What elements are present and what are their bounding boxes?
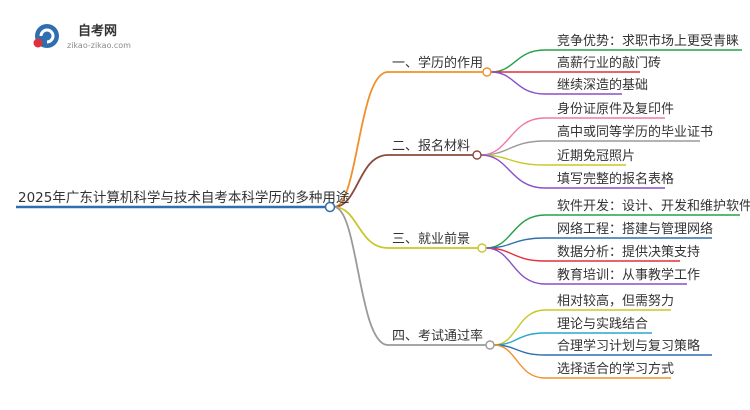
leaf-topic: 近期免冠照片 (557, 149, 635, 164)
leaf-topic: 竞争优势：求职市场上更受青睐 (557, 33, 739, 49)
leaf-connector (493, 309, 546, 346)
leaf-topic: 相对较高，但需努力 (557, 293, 674, 309)
branch-connector-dot (485, 340, 495, 350)
branch-topic: 二、报名材料 (392, 138, 470, 154)
leaf-connector (480, 117, 546, 156)
branch-connector-dot (477, 243, 487, 253)
branch-connector (333, 206, 389, 346)
leaf-topic: 软件开发：设计、开发和维护软件 (557, 198, 750, 214)
branch-connector (333, 206, 389, 249)
leaf-topic: 高中或同等学历的毕业证书 (557, 124, 713, 140)
branch-topic: 一、学历的作用 (392, 55, 483, 71)
leaf-topic: 身份证原件及复印件 (557, 101, 674, 117)
branch-connector (333, 154, 389, 208)
leaf-topic: 教育培训：从事教学工作 (557, 267, 700, 283)
branch-connector-dot (482, 67, 492, 77)
leaf-topic: 理论与实践结合 (557, 317, 648, 332)
branch-connector (333, 71, 389, 208)
branch-topic: 四、考试通过率 (392, 328, 483, 344)
logo-emblem-mark (39, 28, 55, 44)
leaf-connector (485, 214, 546, 249)
leaf-topic: 选择适合的学习方式 (557, 361, 674, 377)
leaf-connector (480, 140, 546, 156)
leaf-topic: 高薪行业的敲门砖 (557, 55, 661, 71)
leaf-topic: 网络工程：搭建与管理网络 (557, 221, 713, 237)
logo-name: 自考网 (78, 23, 117, 39)
leaf-topic: 合理学习计划与复习策略 (557, 338, 700, 354)
root-connector-dot (324, 201, 336, 213)
branch-topic: 三、就业前景 (392, 231, 470, 247)
leaf-connector (480, 154, 546, 189)
logo-domain: zikao-zikao.com (67, 41, 131, 50)
leaf-connector (485, 247, 546, 285)
logo-emblem-dot (33, 38, 43, 48)
leaf-topic: 数据分析：提供决策支持 (557, 244, 700, 260)
leaf-connector (493, 344, 546, 379)
leaf-topic: 继续深造的基础 (557, 77, 648, 93)
branch-connector-dot (472, 150, 482, 160)
connector-lines (16, 49, 742, 379)
leaf-connector (490, 49, 546, 73)
site-logo: 自考网 zikao-zikao.com (33, 23, 131, 50)
leaf-topic: 填写完整的报名表格 (557, 171, 674, 187)
topic-nodes: 2025年广东计算机科学与技术自考本科学历的多种用途 一、学历的作用 竞争优势：求职… (18, 33, 750, 377)
leaf-connector (490, 71, 546, 95)
root-topic: 2025年广东计算机科学与技术自考本科学历的多种用途 (18, 189, 350, 206)
